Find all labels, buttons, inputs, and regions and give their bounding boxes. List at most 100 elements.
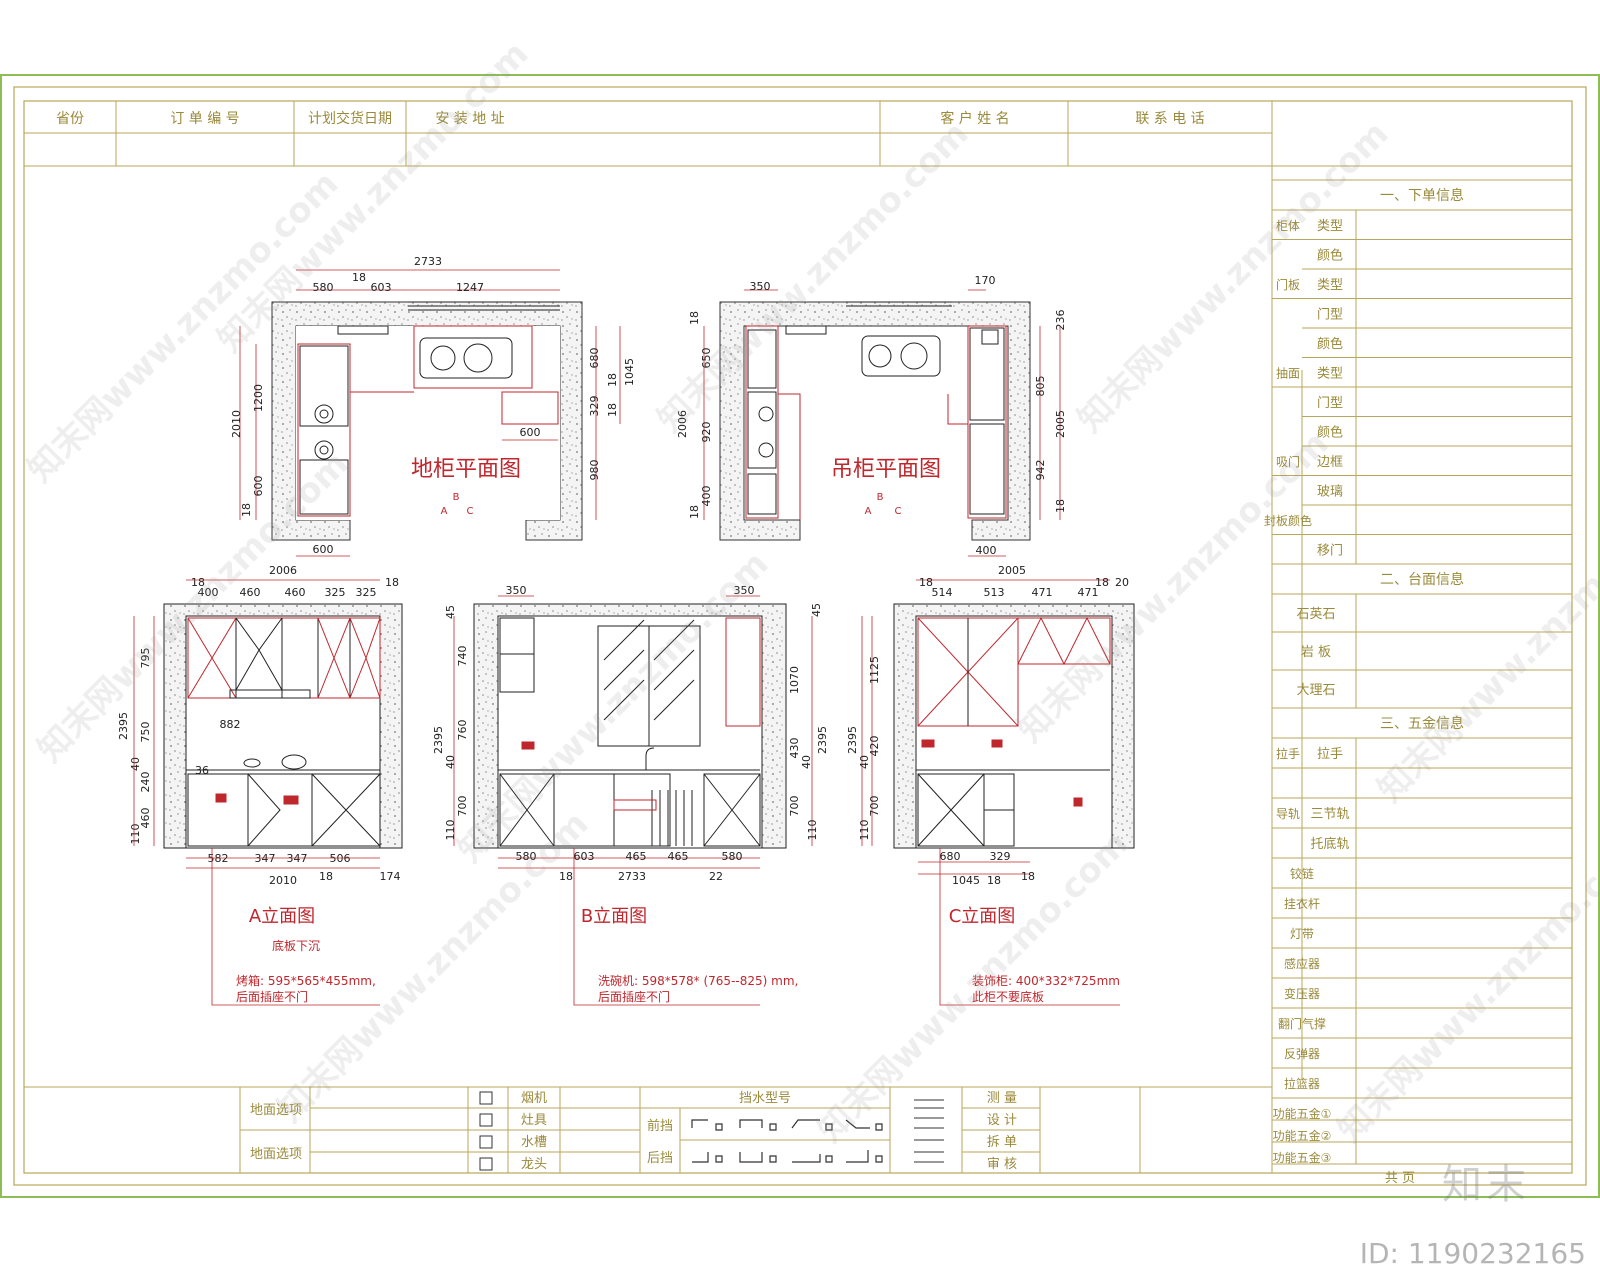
dim: 650 <box>700 348 713 369</box>
svg-text:A: A <box>441 506 448 517</box>
dim: 347 <box>255 852 276 865</box>
sign-review: 审 核 <box>987 1157 1017 1172</box>
dim: 1045 <box>623 358 636 386</box>
elevation-c-title: C立面图 <box>949 906 1016 927</box>
floor-plan <box>271 301 583 541</box>
dim: 347 <box>287 852 308 865</box>
dim: 2010 <box>269 874 297 887</box>
hardware-label: 变压器 <box>1284 986 1320 1001</box>
outer-frame <box>0 74 1600 1198</box>
row-label: 类型 <box>1317 278 1343 293</box>
dim: 603 <box>371 281 392 294</box>
header-phone: 联 系 电 话 <box>1135 111 1204 127</box>
hardware-sub-label: 拉手 <box>1317 747 1343 762</box>
back-profile-3-icon <box>792 1154 833 1163</box>
sign-measure: 测 量 <box>987 1091 1017 1106</box>
elevation-a-dim-text: 2006 18 400 460 460 325 325 18 2395 795 … <box>117 564 401 887</box>
dim: 45 <box>810 603 823 617</box>
dim: 325 <box>325 586 346 599</box>
row-label: 门型 <box>1317 396 1343 411</box>
dim: 40 <box>858 755 871 769</box>
countertop-row: 石英石 <box>1296 607 1335 622</box>
dim: 18 <box>987 874 1001 887</box>
title-block-text: 地面选项 地面选项 烟机 灶具 水槽 龙头 挡水型号 前挡 后挡 测 量 设 计… <box>250 1091 1017 1172</box>
dim: 350 <box>734 584 755 597</box>
dim: 110 <box>858 820 871 841</box>
checkbox-sink[interactable] <box>479 1135 493 1149</box>
hardware-label: 功能五金① <box>1273 1106 1332 1121</box>
dim: 506 <box>330 852 351 865</box>
image-id: ID: 1190232165 <box>1359 1237 1586 1270</box>
elevation-b-dimension-lines <box>453 595 813 1006</box>
dim: 2005 <box>1054 410 1067 438</box>
elevation-c <box>893 603 1135 849</box>
dim: 18 <box>606 403 619 417</box>
note-c-line2: 此柜不要底板 <box>972 989 1044 1004</box>
dim: 22 <box>709 870 723 883</box>
check-label-stove: 灶具 <box>521 1113 547 1128</box>
header-delivery-date: 计划交货日期 <box>308 110 392 127</box>
group-label: 吸门 <box>1276 454 1300 469</box>
dim: 40 <box>800 755 813 769</box>
dim: 18 <box>1021 870 1035 883</box>
row-label: 门型 <box>1317 308 1343 323</box>
check-label-sink: 水槽 <box>521 1135 547 1150</box>
order-info-labels: 一、下单信息柜体类型颜色门板类型门型颜色抽面类型门型颜色吸门边框玻璃封板颜色移门… <box>1264 187 1464 1186</box>
dim: 460 <box>139 808 152 829</box>
dim: 420 <box>868 736 881 757</box>
back-profile-4-icon <box>846 1150 883 1163</box>
dim: 110 <box>806 820 819 841</box>
check-label-hood: 烟机 <box>521 1091 547 1106</box>
dim: 740 <box>456 646 469 667</box>
hardware-label: 导轨 <box>1276 807 1300 821</box>
dim: 580 <box>313 281 334 294</box>
dim: 18 <box>1054 499 1067 513</box>
checkbox-hood[interactable] <box>479 1091 493 1105</box>
dim: 350 <box>750 280 771 293</box>
checkboxes <box>479 1091 493 1171</box>
dim: 18 <box>319 870 333 883</box>
countertop-row: 岩 板 <box>1301 645 1331 660</box>
content-frame <box>23 100 1573 1174</box>
dim: 20 <box>1115 576 1129 589</box>
legend-lines-icon <box>914 1099 944 1163</box>
sign-split: 拆 单 <box>987 1135 1017 1150</box>
elevation-c-dim-text: 2005 18 514 513 471 471 18 20 2395 1125 … <box>846 564 1129 887</box>
dim: 600 <box>252 476 265 497</box>
note-a-line1: 烤箱: 595*565*455mm, <box>236 973 376 988</box>
dim: 1247 <box>456 281 484 294</box>
section-order-info: 一、下单信息 <box>1380 187 1464 204</box>
hardware-label: 功能五金② <box>1273 1128 1332 1143</box>
elevation-a-title: A立面图 <box>249 906 315 927</box>
brand-logo: 知末 <box>1442 1162 1530 1208</box>
floor-option-1: 地面选项 <box>250 1103 302 1118</box>
page-count: 共 页 <box>1385 1171 1415 1186</box>
dim: 680 <box>588 348 601 369</box>
note-c-line1: 装饰柜: 400*332*725mm <box>972 974 1120 988</box>
dim: 700 <box>456 796 469 817</box>
dim: 513 <box>984 586 1005 599</box>
dim: 40 <box>444 755 457 769</box>
hardware-label: 翻门气撑 <box>1278 1016 1326 1031</box>
svg-text:B: B <box>877 492 884 503</box>
group-label: 门板 <box>1276 277 1300 292</box>
floor-plan-dim-text: 2733 580 18 603 1247 2010 1200 600 18 68… <box>230 255 636 556</box>
dim: 110 <box>129 824 142 845</box>
checkbox-stove[interactable] <box>479 1113 493 1127</box>
header-address: 安 装 地 址 <box>435 111 504 127</box>
group-label: 封板颜色 <box>1264 513 1312 528</box>
checkbox-faucet[interactable] <box>479 1157 493 1171</box>
wall-cabinet-plan-dim-text: 350 170 18 650 2006 920 400 18 236 805 2… <box>676 274 1067 557</box>
dim: 460 <box>240 586 261 599</box>
svg-text:B: B <box>453 492 460 503</box>
dim: 45 <box>444 605 457 619</box>
row-label: 边框 <box>1317 455 1343 470</box>
section-hardware: 三、五金信息 <box>1380 715 1464 732</box>
dim: 2733 <box>414 255 442 268</box>
dim: 36 <box>195 764 209 777</box>
dim: 750 <box>139 722 152 743</box>
dim: 1070 <box>788 666 801 694</box>
wall-cabinet-plan-dimensions <box>703 289 1061 557</box>
dim: 2395 <box>117 712 130 740</box>
wall-plan-title: 吊柜平面图 <box>831 457 941 482</box>
